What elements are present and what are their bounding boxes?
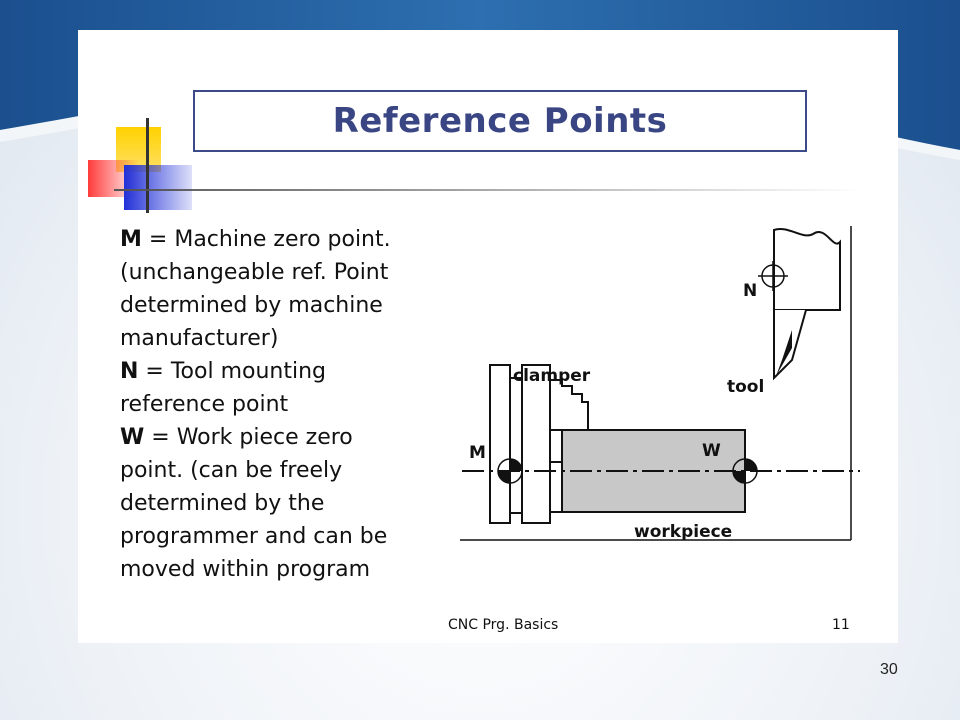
workpiece-label: workpiece	[634, 522, 732, 542]
definition-line: W = Work piece zero	[120, 425, 353, 450]
definition-line: reference point	[120, 392, 289, 417]
definition-line: manufacturer)	[120, 326, 279, 351]
definition-line: (unchangeable ref. Point	[120, 260, 389, 285]
chuck-flange	[509, 377, 523, 514]
clamper-label: clamper	[513, 366, 591, 386]
w-key: W	[120, 425, 145, 450]
slide-title: Reference Points	[332, 101, 668, 141]
tool-tip	[776, 330, 792, 376]
tool-holder	[773, 227, 841, 311]
slide-content: Reference Points M = Machine zero point.…	[78, 30, 898, 643]
definitions-text: M = Machine zero point. (unchangeable re…	[120, 223, 440, 586]
definition-line: moved within program	[120, 557, 371, 582]
m-key: M	[120, 227, 142, 252]
definition-line: determined by machine	[120, 293, 383, 318]
clamper-body	[521, 364, 551, 524]
decorative-squares	[88, 118, 864, 213]
title-box: Reference Points	[193, 90, 807, 152]
definition-line: determined by the	[120, 491, 325, 516]
slide-footer-number: 11	[832, 617, 850, 633]
definition-line: programmer and can be	[120, 524, 388, 549]
definition-line: N = Tool mounting	[120, 359, 326, 384]
chuck-plate	[489, 364, 511, 524]
tool-label: tool	[727, 377, 764, 397]
clamper-jaw-top	[549, 379, 589, 431]
n-label: N	[743, 281, 757, 301]
slide-footer-title: CNC Prg. Basics	[448, 617, 559, 633]
definition-line: point. (can be freely	[120, 458, 343, 483]
definition-line: M = Machine zero point.	[120, 227, 391, 252]
m-label: M	[469, 443, 486, 463]
n-key: N	[120, 359, 139, 384]
page-number: 30	[880, 661, 898, 678]
w-label: W	[702, 441, 721, 461]
lathe-reference-diagram: M N W clamper tool workpiece	[460, 226, 860, 542]
